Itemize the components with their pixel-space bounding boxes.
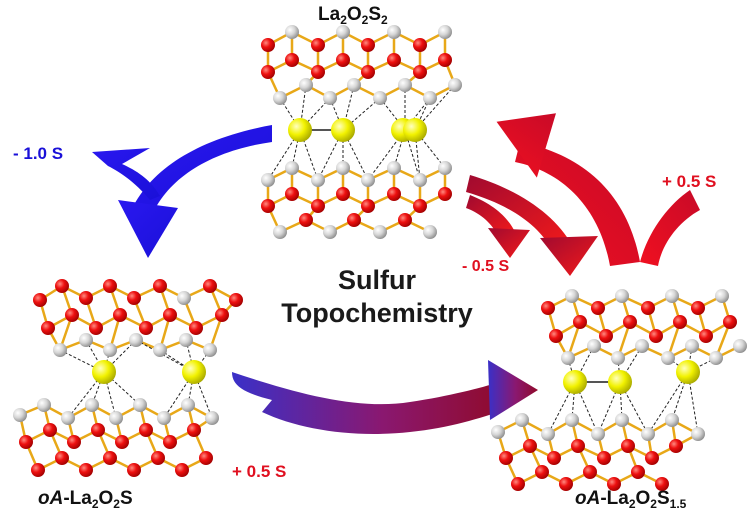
arrow-plus-half-s: [496, 113, 700, 266]
label-plus-half-s-bottom: + 0.5 S: [232, 462, 287, 481]
arrow-minus-half-s: [466, 175, 598, 276]
label-right-compound: oA-La2O2S1.5: [575, 488, 687, 511]
label-plus-half-s-right: + 0.5 S: [662, 172, 717, 191]
label-top-compound: La2O2S2: [318, 4, 388, 27]
structure-oa-la2o2s1-5: [491, 289, 747, 491]
label-minus-one-s: - 1.0 S: [13, 144, 64, 163]
center-title-line1: Sulfur: [338, 265, 416, 295]
structure-oa-la2o2s: [13, 279, 243, 477]
label-left-compound: oA-La2O2S: [38, 488, 133, 511]
center-title: Sulfur Topochemistry: [262, 264, 492, 330]
arrow-bottom-plus-half-s: [232, 360, 538, 434]
arrow-minus-one-s: [92, 125, 272, 258]
label-minus-half-s: - 0.5 S: [462, 258, 510, 275]
structure-la2o2s2: [261, 25, 462, 239]
center-title-line2: Topochemistry: [281, 298, 473, 328]
